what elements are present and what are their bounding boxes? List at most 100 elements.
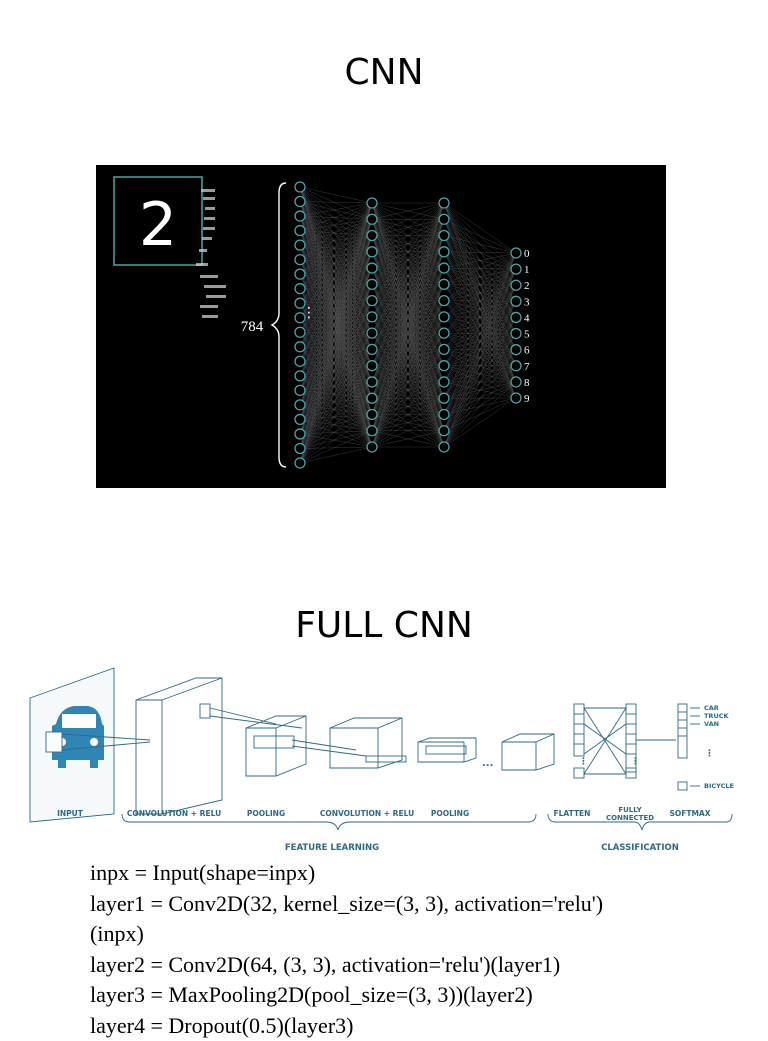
neuron-node xyxy=(367,426,377,436)
neuron-node xyxy=(439,393,449,403)
neuron-node xyxy=(367,312,377,322)
neuron-node xyxy=(439,247,449,257)
neuron-node xyxy=(367,377,377,387)
neuron-node xyxy=(367,442,377,452)
ellipsis-vertical: ⋮ xyxy=(302,305,316,321)
neuron-node xyxy=(295,240,305,250)
class-truck: TRUCK xyxy=(704,712,729,720)
label-input: INPUT xyxy=(57,809,84,818)
neuron-node xyxy=(367,214,377,224)
neuron-node xyxy=(295,400,305,410)
neuron-node xyxy=(367,344,377,354)
neuron-node xyxy=(295,269,305,279)
neuron-node xyxy=(295,197,305,207)
neuron-node xyxy=(295,226,305,236)
digit-sample: 2 xyxy=(139,190,177,260)
neuron-node xyxy=(295,211,305,221)
neuron-node xyxy=(439,377,449,387)
neuron-node xyxy=(367,328,377,338)
output-label: 7 xyxy=(524,361,530,373)
neuron-node xyxy=(439,312,449,322)
neuron-node xyxy=(295,182,305,192)
neuron-node xyxy=(511,264,521,274)
neuron-node xyxy=(367,279,377,289)
code-line: inpx = Input(shape=inpx) xyxy=(90,858,750,889)
fc-dots: ⋮ xyxy=(631,757,640,767)
neuron-node xyxy=(295,414,305,424)
neuron-node xyxy=(295,342,305,352)
softmax-column xyxy=(678,704,700,790)
class-van: VAN xyxy=(704,720,719,728)
neuron-node xyxy=(295,443,305,453)
full-cnn-figure: ... ⋮ ⋮ ⋮ INPUT CONVOLUTION + RELU POOLI… xyxy=(26,664,746,856)
label-pool1: POOLING xyxy=(247,809,285,818)
neuron-node xyxy=(295,458,305,468)
neuron-node xyxy=(511,361,521,371)
neuron-node xyxy=(439,279,449,289)
neuron-node xyxy=(439,361,449,371)
code-line: (inpx) xyxy=(90,919,750,950)
neuron-node xyxy=(511,280,521,290)
label-fc-line1: FULLY xyxy=(618,806,642,814)
label-classification: CLASSIFICATION xyxy=(601,843,679,853)
neuron-node xyxy=(367,263,377,273)
neuron-node xyxy=(367,231,377,241)
pool-ellipsis: ... xyxy=(482,758,493,769)
neuron-node xyxy=(511,312,521,322)
neuron-node xyxy=(439,198,449,208)
output-label: 1 xyxy=(524,264,530,276)
conv-block-1 xyxy=(136,678,222,814)
neuron-node xyxy=(295,356,305,366)
softmax-dots: ⋮ xyxy=(705,749,714,759)
slide-title-full-cnn: FULL CNN xyxy=(0,605,768,646)
neuron-node xyxy=(367,296,377,306)
output-label: 8 xyxy=(524,377,530,389)
input-count-label: 784 xyxy=(241,319,264,335)
neuron-node xyxy=(439,296,449,306)
label-feature-learning: FEATURE LEARNING xyxy=(285,843,379,853)
neuron-node xyxy=(439,231,449,241)
neuron-node xyxy=(295,429,305,439)
cnn-architecture-diagram: ... ⋮ ⋮ ⋮ INPUT CONVOLUTION + RELU POOLI… xyxy=(26,664,746,856)
label-flatten: FLATTEN xyxy=(554,809,591,818)
output-label: 9 xyxy=(524,393,530,405)
code-block: inpx = Input(shape=inpx) layer1 = Conv2D… xyxy=(90,858,750,1041)
flatten-dots: ⋮ xyxy=(579,757,588,767)
neuron-node xyxy=(439,409,449,419)
label-conv2: CONVOLUTION + RELU xyxy=(320,809,414,818)
code-line: layer2 = Conv2D(64, (3, 3), activation='… xyxy=(90,950,750,981)
neuron-node xyxy=(511,345,521,355)
neuron-node xyxy=(511,248,521,258)
neuron-node xyxy=(439,214,449,224)
code-line: layer1 = Conv2D(32, kernel_size=(3, 3), … xyxy=(90,889,750,920)
neuron-node xyxy=(367,247,377,257)
neuron-node xyxy=(367,361,377,371)
neuron-node xyxy=(511,377,521,387)
output-label: 3 xyxy=(524,296,530,308)
neuron-node xyxy=(439,426,449,436)
neuron-node xyxy=(367,393,377,403)
neuron-node xyxy=(295,284,305,294)
code-line: layer3 = MaxPooling2D(pool_size=(3, 3))(… xyxy=(90,980,750,1011)
class-bicycle: BICYCLE xyxy=(704,782,734,790)
output-label: 0 xyxy=(524,248,530,260)
neuron-node xyxy=(439,328,449,338)
code-line: layer4 = Dropout(0.5)(layer3) xyxy=(90,1011,750,1041)
neuron-node xyxy=(439,442,449,452)
neuron-node xyxy=(511,329,521,339)
label-softmax: SOFTMAX xyxy=(669,809,710,818)
neuron-node xyxy=(295,255,305,265)
neuron-node xyxy=(511,393,521,403)
class-car: CAR xyxy=(704,704,719,712)
flatten-block xyxy=(502,734,554,770)
output-label: 6 xyxy=(524,345,530,357)
input-brace xyxy=(272,183,286,467)
neuron-node xyxy=(295,327,305,337)
neuron-node xyxy=(439,263,449,273)
neuron-node xyxy=(367,409,377,419)
label-fc-line2: CONNECTED xyxy=(606,814,654,822)
output-label: 2 xyxy=(524,280,530,292)
neuron-node xyxy=(439,344,449,354)
